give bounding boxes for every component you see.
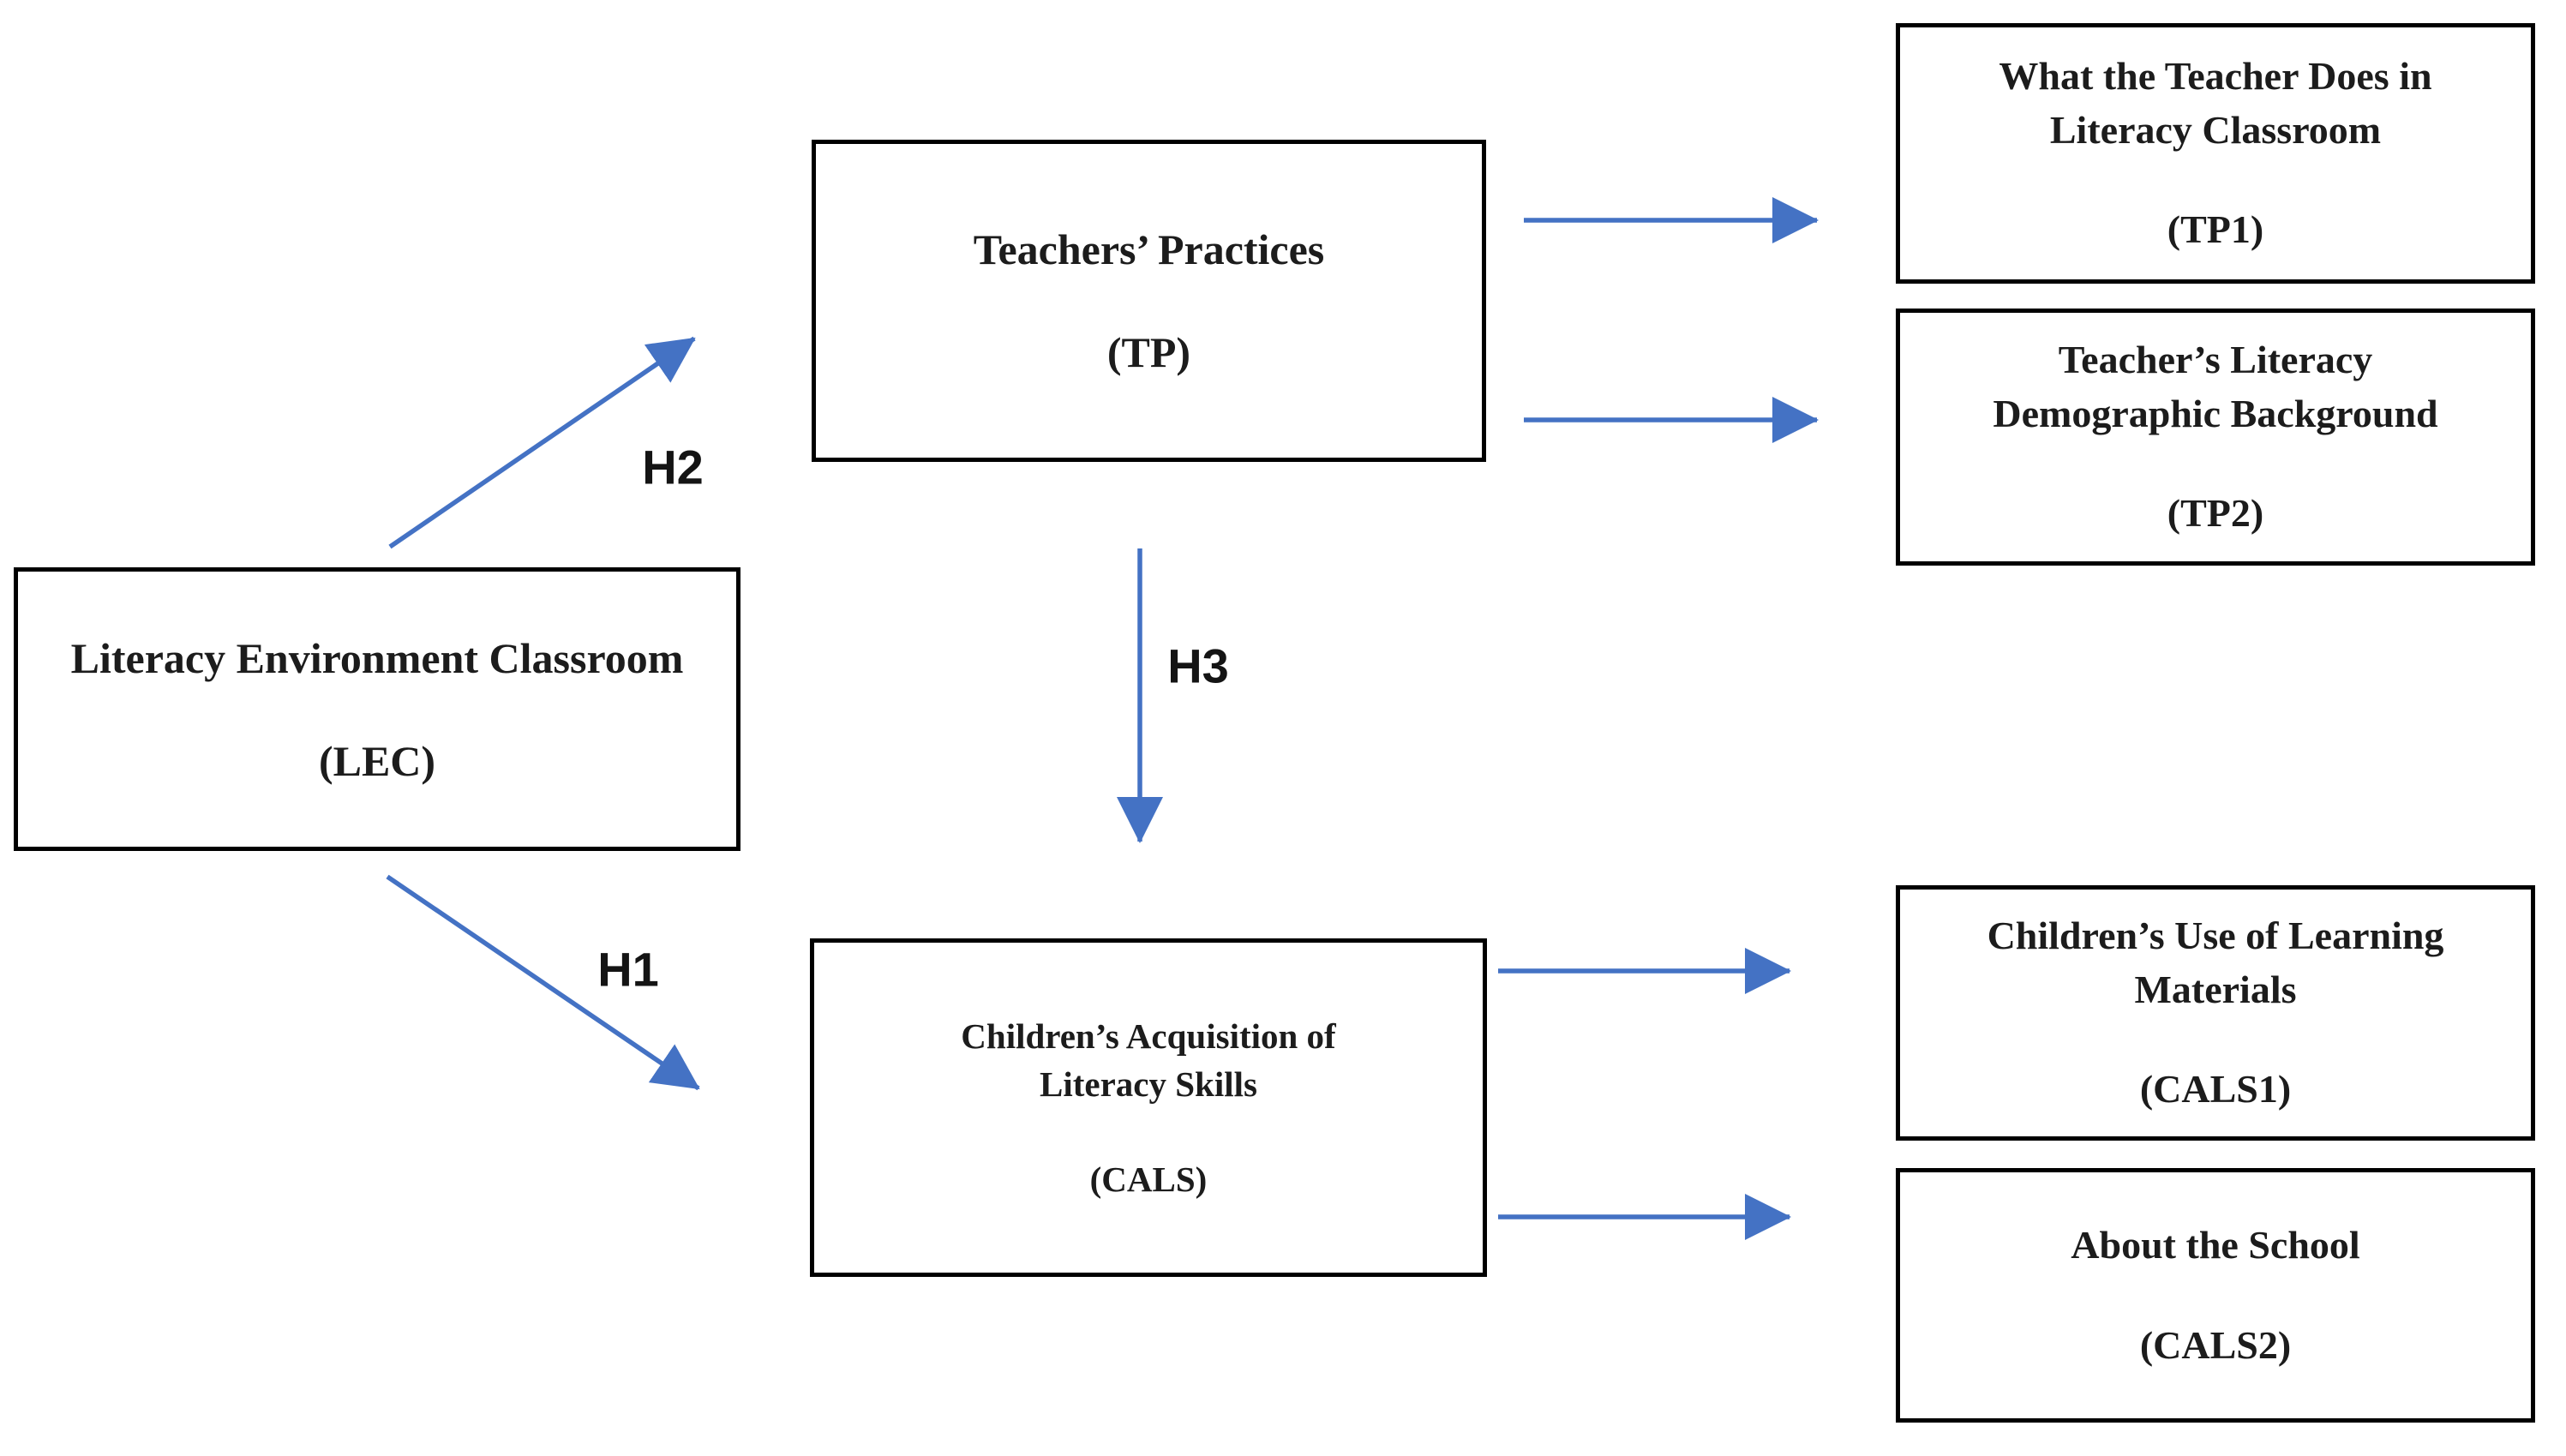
node-code: (TP) [1106,328,1191,376]
node-tp: Teachers’ Practices (TP) [812,140,1486,462]
node-cals1: Children’s Use of Learning Materials (CA… [1896,885,2535,1141]
edge-label-h1: H1 [597,942,659,997]
edge-label-h2: H2 [642,440,704,494]
edge-label-h3: H3 [1167,638,1229,693]
node-title-line: Children’s Acquisition of [961,1016,1336,1056]
node-title-line: Demographic Background [1993,391,2438,435]
node-title-line: Literacy Classroom [2049,107,2382,152]
arrow-lec-tp [388,336,696,549]
node-code: (TP2) [2167,491,2264,536]
node-code: (TP1) [2167,207,2264,252]
node-cals2: About the School (CALS2) [1896,1168,2535,1423]
node-cals: Children’s Acquisition of Literacy Skill… [810,938,1487,1277]
node-tp2: Teacher’s Literacy Demographic Backgroun… [1896,309,2535,566]
node-title: About the School [2071,1222,2360,1267]
node-title-line: Literacy Skills [1040,1064,1257,1105]
arrow-lec-cals [386,874,700,1091]
node-code: (CALS2) [2139,1322,2292,1367]
node-code: (CALS1) [2139,1067,2292,1111]
node-lec: Literacy Environment Classroom (LEC) [14,567,740,851]
node-tp1: What the Teacher Does in Literacy Classr… [1896,23,2535,284]
node-title-line: Materials [2134,967,2297,1011]
node-code: (LEC) [318,736,436,785]
node-title: Teachers’ Practices [973,225,1325,273]
node-title-line: Children’s Use of Learning [1987,914,2444,958]
node-title-line: Teacher’s Literacy [2058,338,2373,382]
node-title-line: What the Teacher Does in [1999,54,2432,99]
node-code: (CALS) [1089,1159,1208,1199]
node-title: Literacy Environment Classroom [70,633,684,682]
